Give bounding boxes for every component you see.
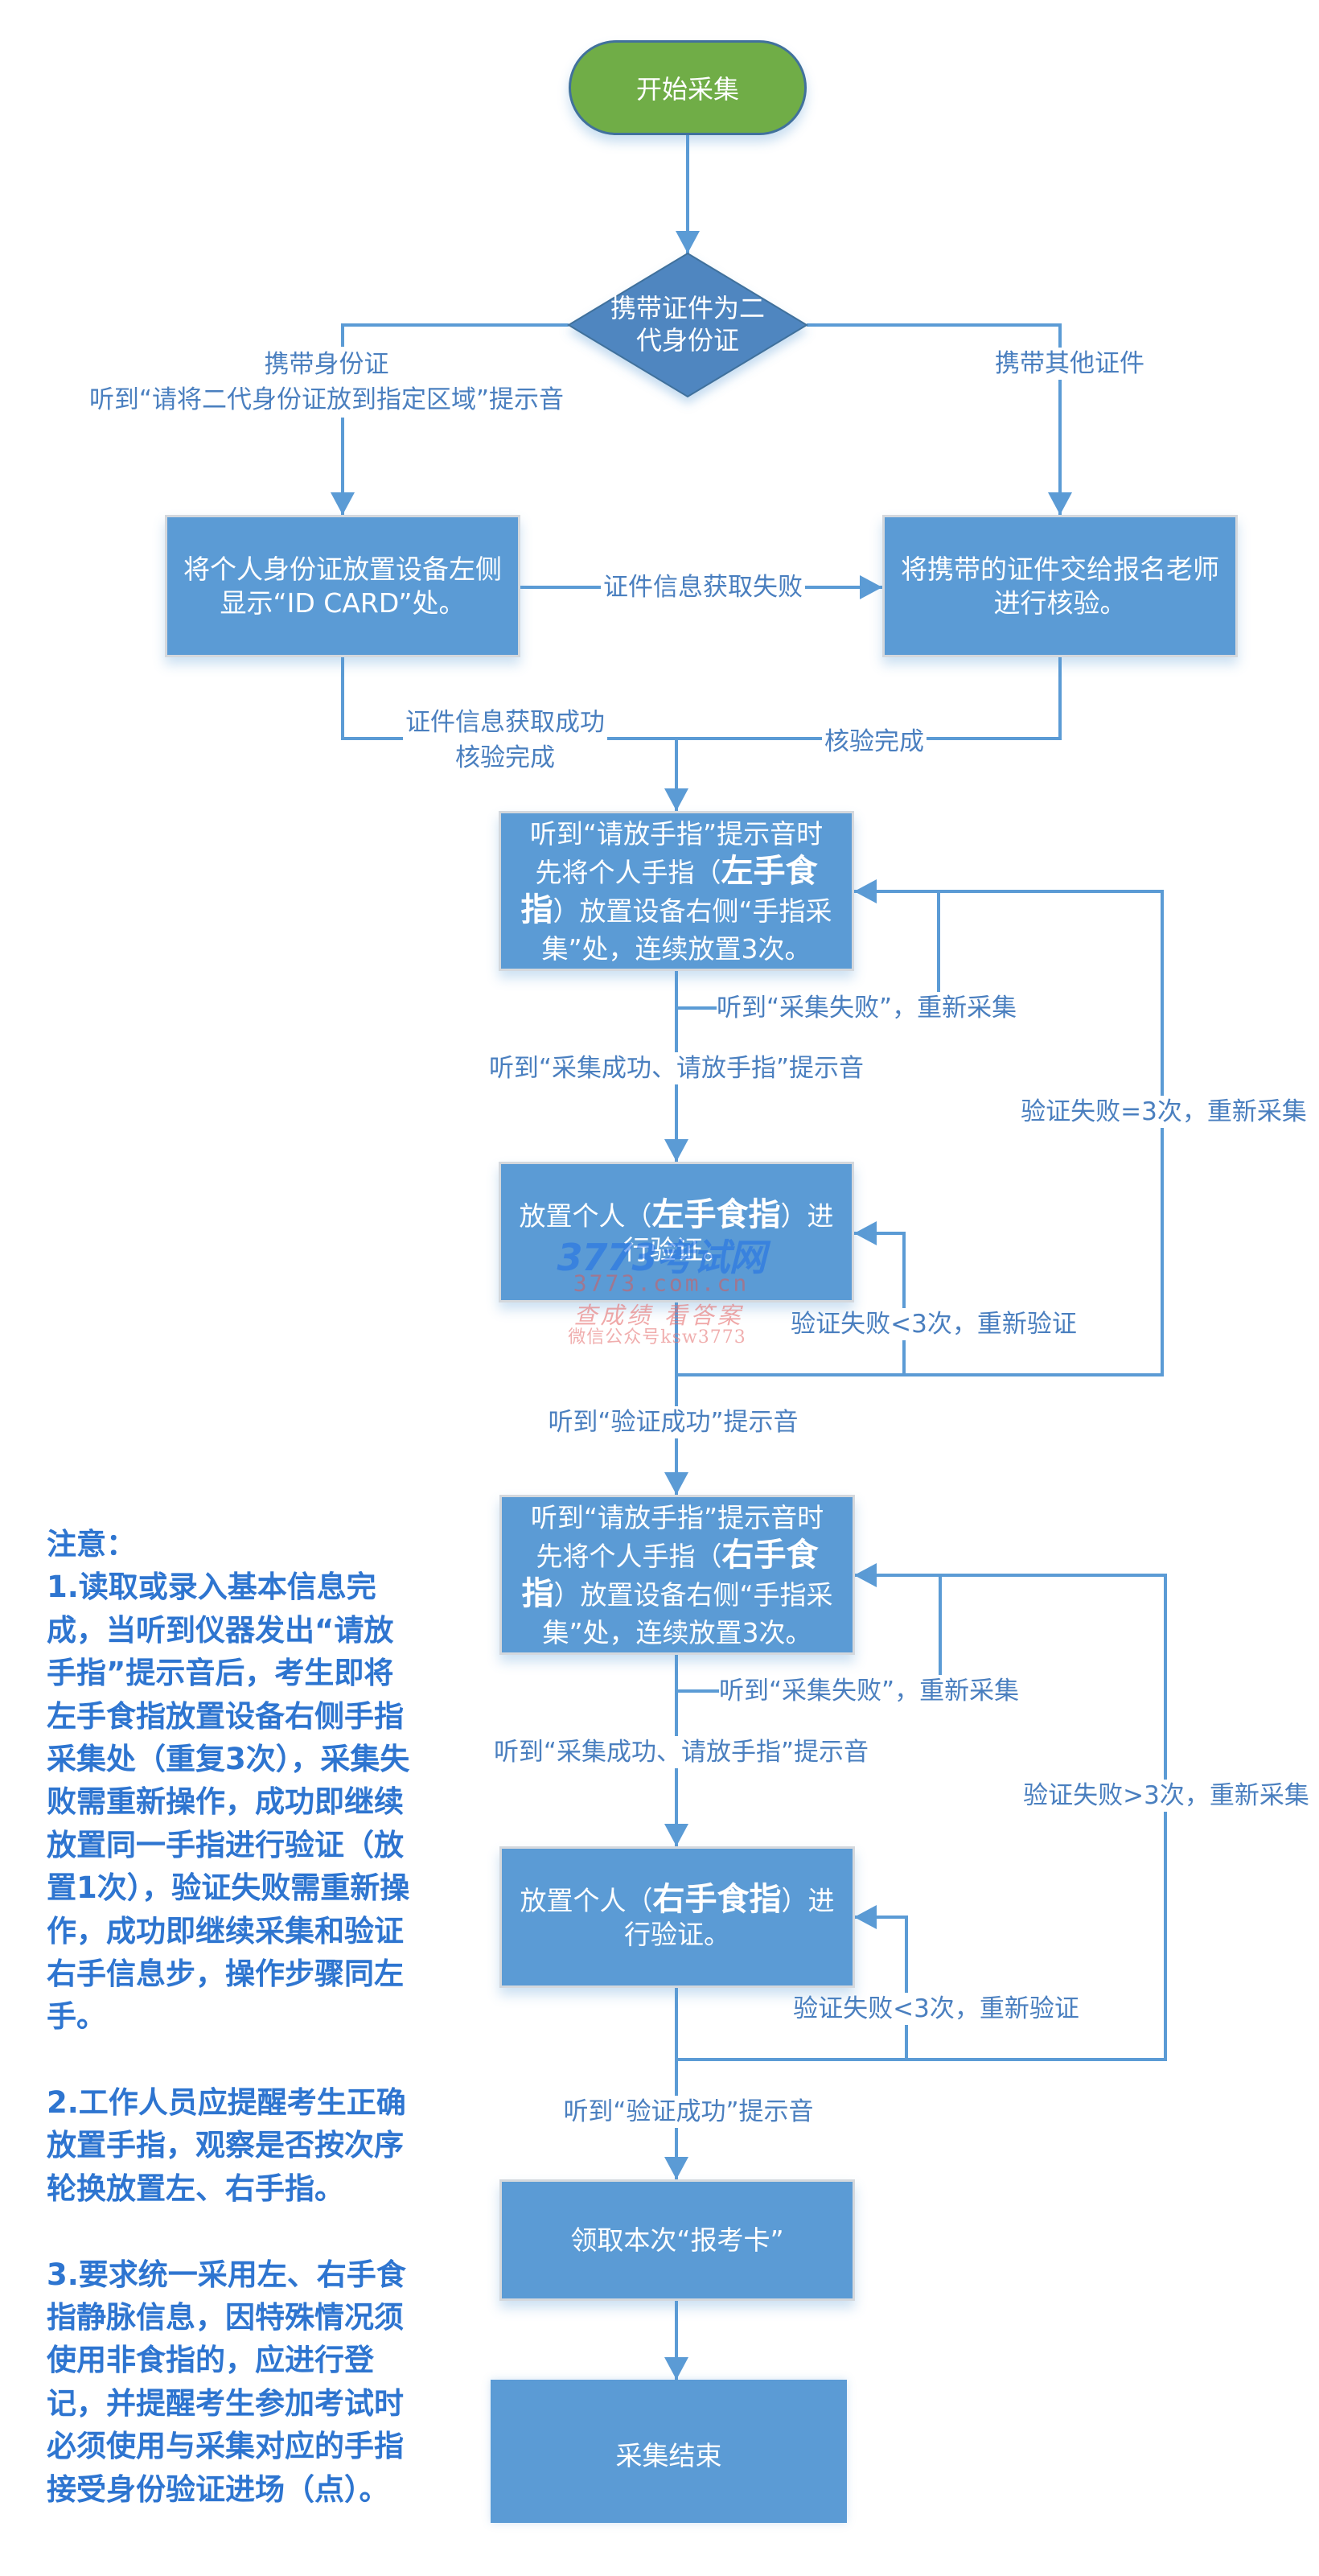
decision-label: 携带证件为二 代身份证: [610, 292, 765, 356]
step-right-verify-line1: 放置个人（右手食指）进: [520, 1883, 835, 1918]
step-id-card-line2: 显示“ID CARD”处。: [220, 586, 466, 619]
label-branch-id-card-line2: 听到“请将二代身份证放到指定区域”提示音: [88, 385, 565, 414]
label-id-read-success-line2: 核验完成: [455, 743, 555, 772]
connector-right-verify-recollect-loop: [906, 1574, 1167, 2061]
label-id-read-success-line1: 证件信息获取成功: [405, 708, 605, 737]
note-line: 3.要求统一采用左、右手食: [47, 2257, 406, 2292]
label-id-read-fail: 证件信息获取失败: [601, 571, 805, 603]
connector-left-verify-recollect-loop: [904, 890, 1164, 1376]
note-line: 使用非食指的，应进行登: [47, 2343, 374, 2378]
text: ）放置设备右侧“手指采: [553, 895, 832, 927]
note-spacer: [47, 2039, 409, 2081]
emphasis-finger: 左手食指: [651, 1195, 781, 1233]
text: ）进: [781, 1885, 835, 1916]
connector-other-cert-merge: [676, 657, 1062, 740]
note-line: 2.工作人员应提醒考生正确: [47, 2085, 406, 2121]
note-line: 败需重新操作，成功即继续: [47, 1784, 404, 1820]
step-right-verify-line2: 行验证。: [624, 1919, 730, 1950]
step-left-collect-line1: 听到“请放手指”提示音时: [529, 817, 824, 850]
note-line: 采集处（重复3次），采集失: [47, 1741, 410, 1776]
label-left-verify-recollect: 验证失败=3次，重新采集: [1018, 1096, 1309, 1128]
note-line: 手。: [47, 1999, 106, 2035]
label-other-verified: 核验完成: [822, 726, 927, 758]
step-right-collect-line3: 指）放置设备右侧“手指采: [521, 1575, 832, 1614]
step-right-collect-line2: 先将个人手指（右手食: [536, 1537, 819, 1575]
label-left-verify-retry: 验证失败<3次，重新验证: [788, 1308, 1079, 1340]
note-line: 成，当听到仪器发出“请放: [47, 1612, 394, 1648]
note-line: 放置同一手指进行验证（放: [47, 1827, 404, 1862]
step-right-verify: 放置个人（右手食指）进 行验证。: [499, 1846, 855, 1988]
label-left-verify-success: 听到“验证成功”提示音: [545, 1406, 801, 1438]
step-get-card-label: 领取本次“报考卡”: [570, 2224, 784, 2256]
label-left-collect-fail: 听到“采集失败”，重新采集: [717, 992, 1020, 1024]
start-terminal: 开始采集: [569, 40, 807, 135]
text: 放置个人（: [520, 1885, 653, 1916]
step-left-collect-line3: 指）放置设备右侧“手指采: [520, 891, 832, 930]
label-branch-other: 携带其他证件: [992, 348, 1147, 380]
note-line: 置1次），验证失败需重新操: [47, 1870, 410, 1906]
label-branch-id-card-line1: 携带身份证: [264, 350, 389, 379]
step-get-card: 领取本次“报考卡”: [499, 2179, 855, 2301]
connector-right-verify-retry-loop: [676, 1905, 908, 2061]
note-line: 记，并提醒考生参加考试时: [47, 2385, 404, 2421]
emphasis-finger: 左手食: [721, 852, 818, 890]
step-right-collect-line1: 听到“请放手指”提示音时: [530, 1501, 824, 1533]
step-other-cert-line2: 进行核验。: [993, 586, 1127, 619]
note-line: 1.读取或录入基本信息完: [47, 1570, 376, 1605]
note-line: 手指”提示音后，考生即将: [47, 1656, 394, 1691]
step-other-cert: 将携带的证件交给报名老师 进行核验。: [882, 515, 1238, 657]
emphasis-finger: 右手食: [721, 1536, 819, 1574]
text: ）放置设备右侧“手指采: [553, 1578, 833, 1611]
step-left-collect: 听到“请放手指”提示音时 先将个人手指（左手食 指）放置设备右侧“手指采 集”处…: [499, 811, 854, 971]
step-other-cert-line1: 将携带的证件交给报名老师: [901, 553, 1219, 585]
step-left-verify: 放置个人（左手食指）进 行验证。: [499, 1162, 854, 1302]
note-spacer: [47, 2210, 409, 2253]
note-line: 接受身份验证进场（点）。: [47, 2471, 389, 2507]
notes-title: 注意：: [47, 1527, 136, 1562]
connector-decision-to-id-card: [331, 323, 569, 515]
emphasis-finger: 指: [520, 891, 553, 928]
connector-decision-to-other-cert: [807, 323, 1072, 515]
notes-panel: 注意： 1.读取或录入基本信息完 成，当听到仪器发出“请放 手指”提示音后，考生…: [47, 1523, 409, 2511]
end-label: 采集结束: [615, 2440, 722, 2471]
text: ）进: [780, 1200, 834, 1232]
label-left-collect-success: 听到“采集成功、请放手指”提示音: [486, 1052, 867, 1084]
note-line: 作，成功即继续采集和验证: [47, 1913, 404, 1948]
step-left-verify-line2: 行验证。: [623, 1233, 729, 1265]
step-id-card: 将个人身份证放置设备左侧 显示“ID CARD”处。: [165, 515, 520, 657]
emphasis-finger: 指: [521, 1574, 554, 1612]
decision-label-line2: 代身份证: [635, 325, 740, 356]
note-line: 右手信息步，操作步骤同左: [47, 1956, 404, 1991]
decision-label-line1: 携带证件为二: [610, 293, 766, 323]
label-right-verify-success: 听到“验证成功”提示音: [561, 2096, 816, 2128]
note-line: 必须使用与采集对应的手指: [47, 2429, 404, 2464]
emphasis-finger: 右手食指: [652, 1881, 782, 1918]
step-right-collect: 听到“请放手指”提示音时 先将个人手指（右手食 指）放置设备右侧“手指采 集”处…: [499, 1495, 855, 1655]
label-id-read-success: 证件信息获取成功 核验完成: [403, 705, 607, 776]
end-terminal: 采集结束: [491, 2380, 847, 2523]
note-line: 轮换放置左、右手指。: [47, 2171, 344, 2206]
step-right-collect-line4: 集”处，连续放置3次。: [542, 1616, 812, 1648]
step-id-card-line1: 将个人身份证放置设备左侧: [183, 553, 502, 585]
note-line: 指静脉信息，因特殊情况须: [47, 2300, 404, 2335]
text: 先将个人手指（: [536, 1540, 722, 1572]
label-branch-id-card: 携带身份证 听到“请将二代身份证放到指定区域”提示音: [86, 347, 567, 418]
note-line: 放置手指，观察是否按次序: [47, 2128, 404, 2163]
label-right-verify-recollect: 验证失败>3次，重新采集: [1021, 1780, 1312, 1812]
note-line: 左手食指放置设备右侧手指: [47, 1698, 404, 1734]
step-left-verify-line1: 放置个人（左手食指）进: [520, 1198, 834, 1233]
label-right-collect-fail: 听到“采集失败”，重新采集: [719, 1675, 1022, 1707]
text: 放置个人（: [519, 1200, 652, 1232]
step-left-collect-line4: 集”处，连续放置3次。: [541, 932, 812, 965]
label-right-collect-success: 听到“采集成功、请放手指”提示音: [491, 1736, 872, 1768]
label-right-verify-retry: 验证失败<3次，重新验证: [791, 1993, 1082, 2025]
decision-diamond: [567, 252, 808, 398]
text: 先将个人手指（: [535, 856, 721, 888]
step-left-collect-line2: 先将个人手指（左手食: [536, 853, 818, 891]
connector-left-verify-retry-loop: [676, 1221, 906, 1376]
start-label: 开始采集: [635, 74, 739, 105]
